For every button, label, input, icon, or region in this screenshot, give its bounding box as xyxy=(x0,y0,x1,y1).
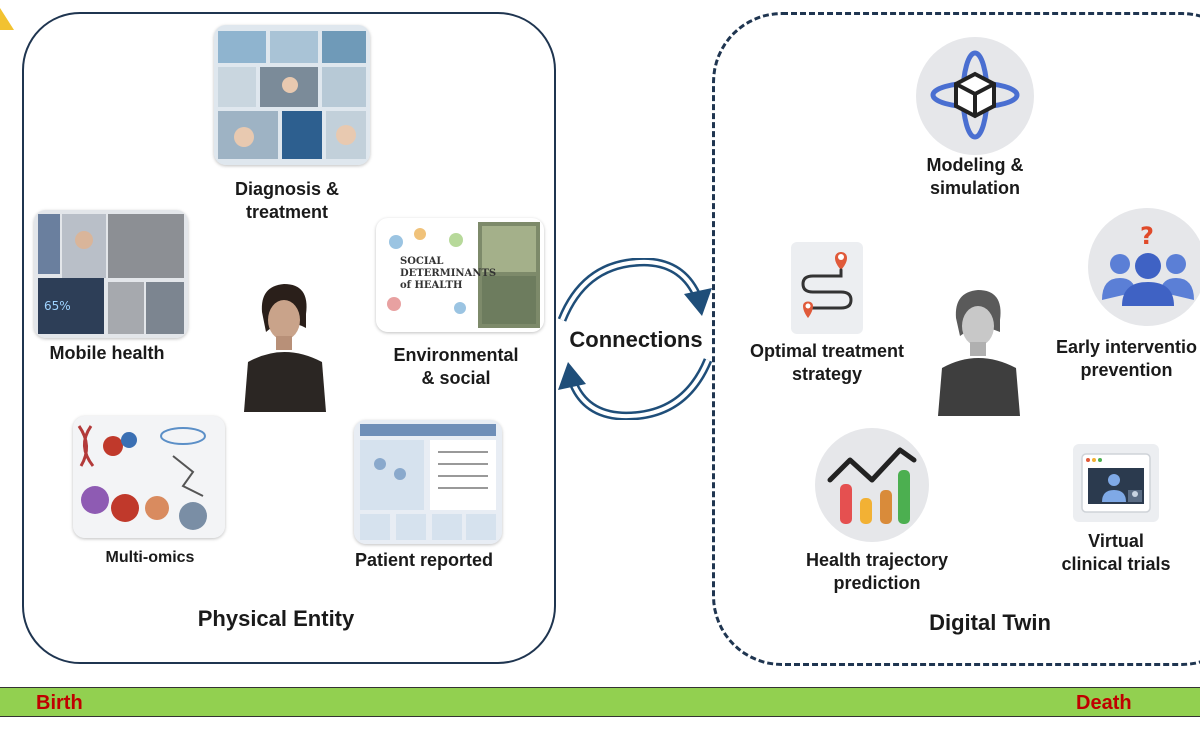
optimal-label: Optimal treatment strategy xyxy=(749,341,905,384)
video-call-icon xyxy=(1081,453,1151,513)
trajectory-label: Health trajectory prediction xyxy=(805,550,949,593)
svg-text:65%: 65% xyxy=(44,299,71,313)
diagnosis-image xyxy=(214,25,370,165)
physical-entity-panel xyxy=(22,12,556,664)
physical-entity-title: Physical Entity xyxy=(197,606,355,631)
environmental-label: Environmental & social xyxy=(393,345,519,388)
twin-portrait xyxy=(938,290,1020,416)
mobile-health-image: 65% xyxy=(34,210,188,338)
trend-chart-icon xyxy=(827,447,917,524)
connections-label: Connections xyxy=(569,327,703,352)
modeling-label: Modeling & simulation xyxy=(926,155,1024,198)
timeline-end-label: Death xyxy=(1076,692,1132,714)
group-question-icon: ? xyxy=(1102,222,1194,306)
environmental-image-text: SOCIAL DETERMINANTS of HEALTH xyxy=(400,256,497,291)
digital-twin-panel xyxy=(712,12,1200,666)
early-label: Early interventio prevention xyxy=(1056,337,1198,380)
cube-orbit-icon xyxy=(930,50,1020,140)
trials-label: Virtual clinical trials xyxy=(1061,531,1171,574)
connection-arrows xyxy=(557,258,713,420)
multi-omics-image xyxy=(73,416,225,538)
timeline-start-label: Birth xyxy=(36,692,83,714)
multi-omics-label: Multi-omics xyxy=(105,549,195,566)
patient-reported-image xyxy=(354,420,502,544)
life-timeline-bar xyxy=(0,687,1200,717)
digital-twin-title: Digital Twin xyxy=(929,610,1051,635)
patient-reported-label: Patient reported xyxy=(354,550,494,570)
warning-icon xyxy=(0,8,14,30)
person-portrait xyxy=(240,276,328,412)
route-path-icon xyxy=(801,252,853,318)
diagnosis-label: Diagnosis & treatment xyxy=(234,179,340,222)
mobile-health-label: Mobile health xyxy=(49,343,165,363)
environmental-image: SOCIAL DETERMINANTS of HEALTH xyxy=(376,218,544,332)
svg-text:?: ? xyxy=(1140,222,1154,250)
